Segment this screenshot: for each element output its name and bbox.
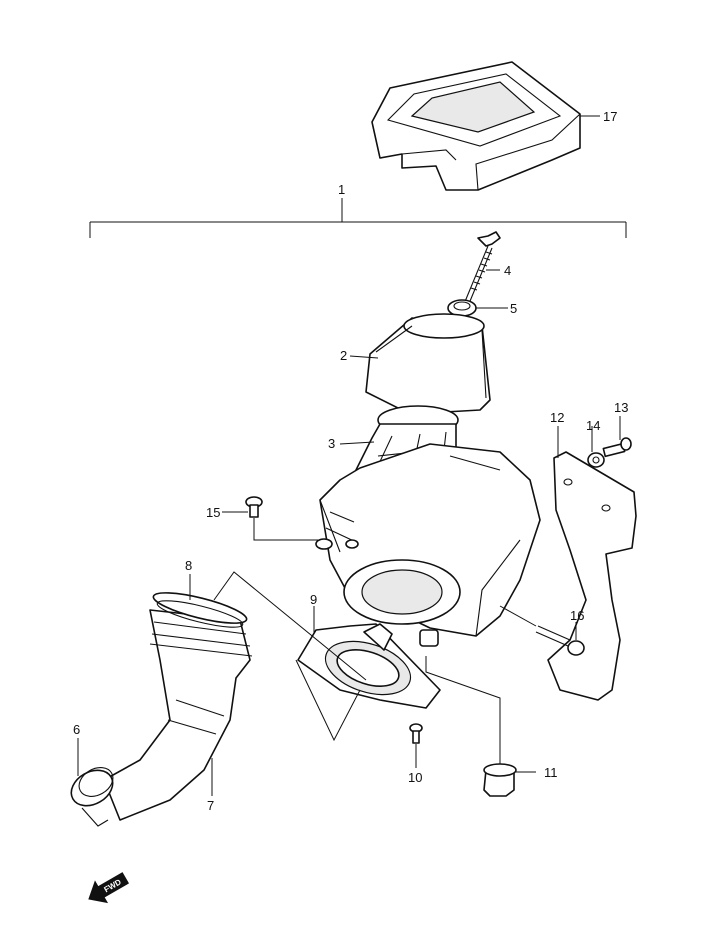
callout-11: 11 xyxy=(544,765,558,780)
part-2-filter-element xyxy=(365,313,491,415)
part-6-clamp xyxy=(70,767,114,827)
callout-1: 1 xyxy=(338,182,345,197)
callout-5: 5 xyxy=(510,301,517,316)
part-17-cover xyxy=(371,61,581,191)
part-4-wing-bolt xyxy=(463,231,501,307)
part-12-plate xyxy=(547,451,637,701)
callout-13: 13 xyxy=(614,400,628,415)
callout-9: 9 xyxy=(310,592,317,607)
callout-7: 7 xyxy=(207,798,214,813)
callout-6: 6 xyxy=(73,722,80,737)
part-11-cap xyxy=(425,656,517,797)
part-13-bolt xyxy=(602,437,632,458)
callout-4: 4 xyxy=(504,263,511,278)
callout-3: 3 xyxy=(328,436,335,451)
part-14-washer xyxy=(587,452,605,468)
part-16-bolt xyxy=(499,605,585,656)
callout-17: 17 xyxy=(603,109,617,124)
part-9-flange xyxy=(297,623,441,709)
fwd-arrow-icon: FWD xyxy=(88,872,130,904)
callout-15: 15 xyxy=(206,505,220,520)
part-7-intake-boot xyxy=(103,609,253,821)
callout-2: 2 xyxy=(340,348,347,363)
air-box-body xyxy=(315,443,541,647)
part-15-screw xyxy=(245,496,318,541)
assembly-bracket-1 xyxy=(89,198,627,238)
callout-14: 14 xyxy=(586,418,600,433)
callout-labels: 1 2 3 4 5 6 7 8 9 10 11 12 13 14 15 16 1… xyxy=(73,109,628,813)
callout-10: 10 xyxy=(408,770,422,785)
callout-8: 8 xyxy=(185,558,192,573)
guide-lines xyxy=(213,571,367,742)
leader-lines xyxy=(77,115,621,796)
part-10-screw xyxy=(409,723,423,744)
part-8-clamp xyxy=(152,592,248,628)
callout-12: 12 xyxy=(550,410,564,425)
callout-16: 16 xyxy=(570,608,584,623)
